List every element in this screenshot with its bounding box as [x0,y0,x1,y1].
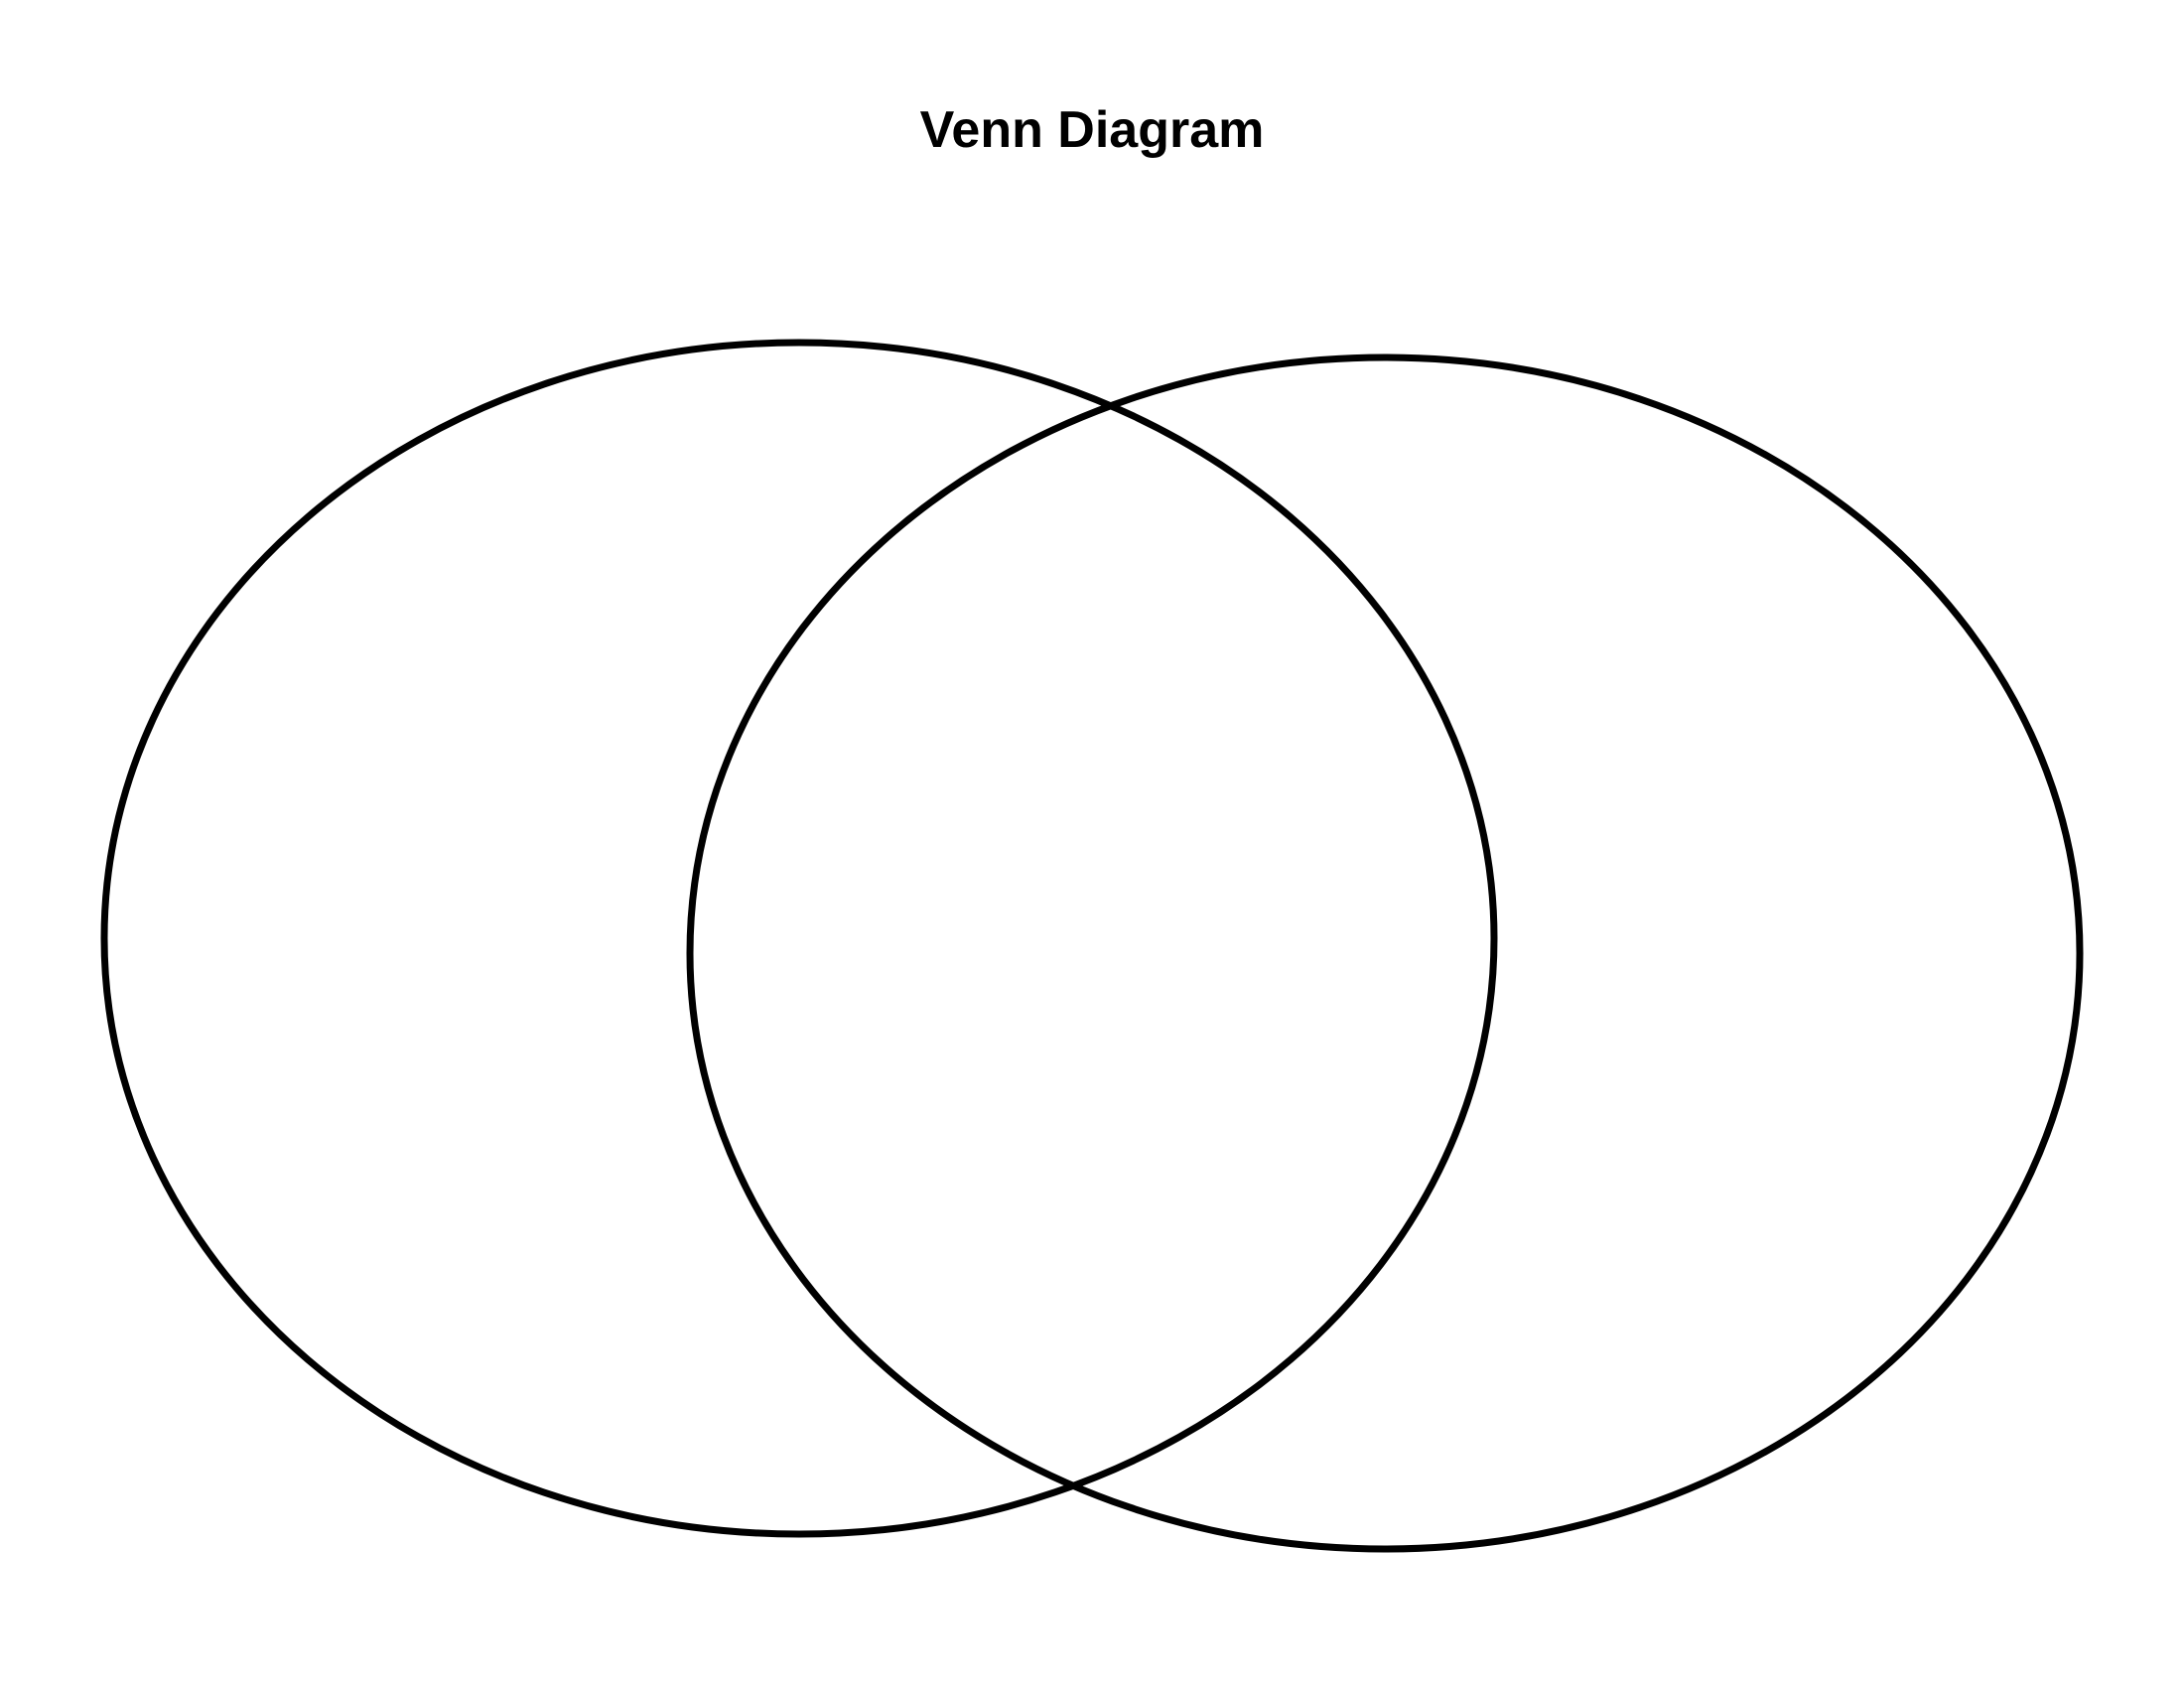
left-set-circle [100,339,1498,1538]
right-set-circle [686,353,2084,1553]
page-title: Venn Diagram [919,101,1265,159]
